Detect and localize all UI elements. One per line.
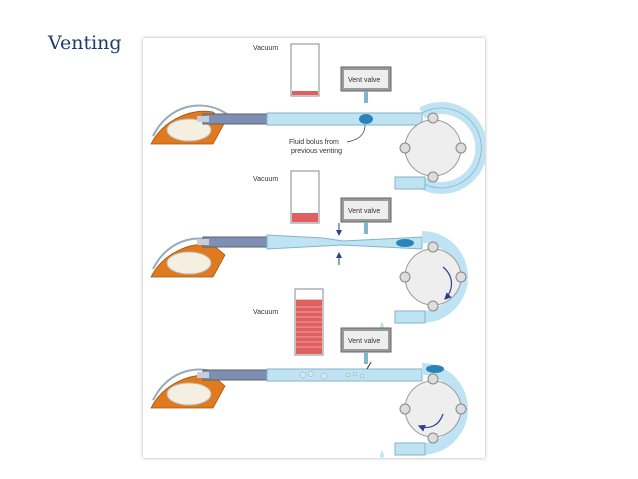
- callout-line-1: Fluid bolus from: [289, 139, 339, 146]
- vacuum-label: Vacuum: [253, 45, 278, 52]
- drip-icon: [380, 450, 384, 458]
- fluid-bolus: [396, 239, 414, 247]
- vacuum-level: [292, 91, 318, 95]
- panel-2: Vacuum Vent valve: [150, 170, 468, 329]
- pump-head: [404, 248, 462, 306]
- vacuum-level: [292, 213, 318, 222]
- panel-1: Vacuum Vent valve Fluid bolus from previ…: [150, 43, 485, 194]
- vent-valve-label: Vent valve: [348, 208, 380, 215]
- vent-valve-label: Vent valve: [348, 77, 380, 84]
- aspiration-tube: [266, 112, 423, 126]
- rotation-arrow: [417, 413, 444, 432]
- eye-lens: [166, 118, 212, 142]
- rotation-arrow: [442, 266, 453, 300]
- eye-lens: [166, 251, 212, 275]
- vacuum-label: Vacuum: [253, 309, 278, 316]
- pump-head: [404, 380, 462, 438]
- callout-line-2: previous venting: [291, 148, 342, 155]
- fluid-bolus: [426, 365, 444, 373]
- eye-cornea: [152, 104, 228, 137]
- panel-3: Vacuum Vent valve: [150, 288, 468, 458]
- pump-head: [404, 119, 462, 177]
- vacuum-label: Vacuum: [253, 176, 278, 183]
- slide-title: Venting: [48, 32, 122, 54]
- handpiece: [202, 113, 268, 125]
- aspiration-tube: [266, 234, 423, 250]
- vacuum-cylinder: [290, 43, 320, 97]
- eye-lens: [166, 382, 212, 406]
- drip-icon: [380, 321, 384, 329]
- fluid-bolus: [359, 114, 373, 124]
- vent-valve-label: Vent valve: [348, 338, 380, 345]
- venting-diagram: Vacuum Vent valve Fluid bolus from previ…: [143, 38, 485, 458]
- aspiration-tube: [266, 368, 423, 382]
- handpiece: [202, 369, 268, 381]
- handpiece: [202, 236, 268, 248]
